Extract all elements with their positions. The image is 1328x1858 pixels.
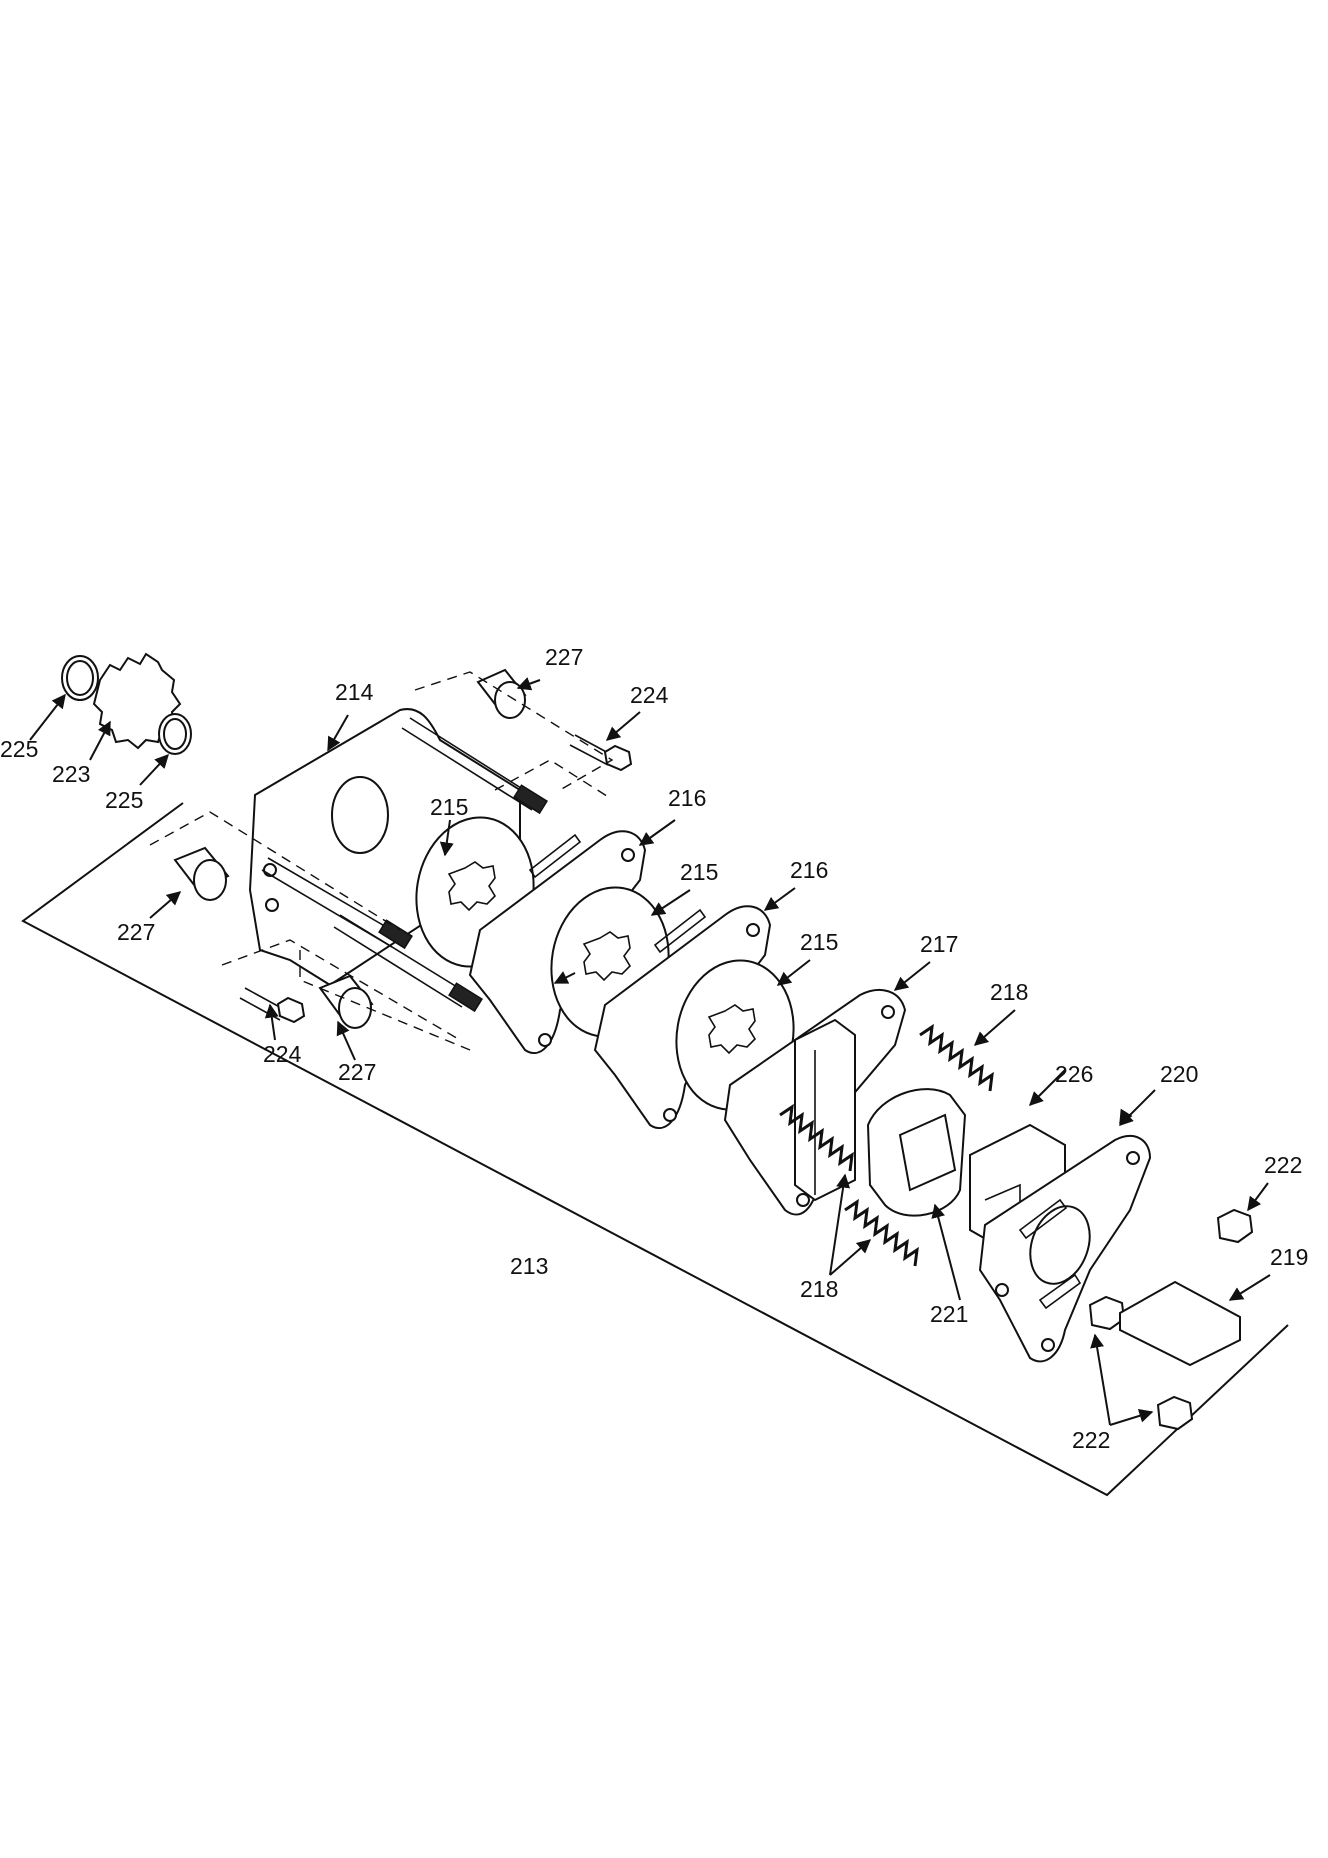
- nut-222-bottom: [1156, 1395, 1194, 1431]
- callout-216-a: 216: [668, 785, 706, 811]
- callout-225-a: 225: [0, 736, 38, 762]
- callout-223: 223: [52, 761, 90, 787]
- callout-214: 214: [335, 679, 374, 705]
- callout-215-a: 215: [430, 794, 468, 820]
- spring-218-top: [919, 1023, 994, 1092]
- callout-219: 219: [1270, 1244, 1308, 1270]
- callout-218-a: 218: [990, 979, 1028, 1005]
- callout-218-b: 218: [800, 1276, 838, 1302]
- callout-220: 220: [1160, 1061, 1198, 1087]
- callout-224-a: 224: [630, 682, 669, 708]
- spacer-227-bottom: [318, 974, 374, 1029]
- callout-216-b: 216: [790, 857, 828, 883]
- spring-218-bottom: [844, 1198, 919, 1267]
- callout-215-b: 215: [680, 859, 718, 885]
- callout-224-b: 224: [263, 1041, 302, 1067]
- callout-222-a: 222: [1264, 1152, 1302, 1178]
- callout-213: 213: [510, 1253, 548, 1279]
- gear-223: [61, 652, 192, 755]
- angle-plate-219: [1119, 1280, 1241, 1367]
- main-plate-214: [248, 708, 548, 1013]
- callout-217: 217: [920, 931, 958, 957]
- callout-215-c: 215: [800, 929, 838, 955]
- callout-227-a: 227: [545, 644, 583, 670]
- spacer-227-left: [173, 846, 230, 901]
- callout-227-c: 227: [338, 1059, 376, 1085]
- callout-227-b: 227: [117, 919, 155, 945]
- assembly-bracket-outline: [21, 802, 1289, 1497]
- callout-222-b: 222: [1072, 1427, 1110, 1453]
- spacer-227-top: [476, 668, 527, 719]
- nut-222-mid: [1088, 1295, 1126, 1331]
- spring-218-mid: [779, 1103, 854, 1172]
- plate-217: [723, 989, 907, 1216]
- callout-225-b: 225: [105, 787, 143, 813]
- bolt-224-top: [569, 734, 633, 772]
- leader-lines: [29, 677, 1271, 1426]
- nut-222-right: [1216, 1208, 1254, 1244]
- end-plate-220: [978, 1135, 1152, 1363]
- callout-221: 221: [930, 1301, 968, 1327]
- hub-221: [866, 1088, 967, 1217]
- callout-226: 226: [1055, 1061, 1093, 1087]
